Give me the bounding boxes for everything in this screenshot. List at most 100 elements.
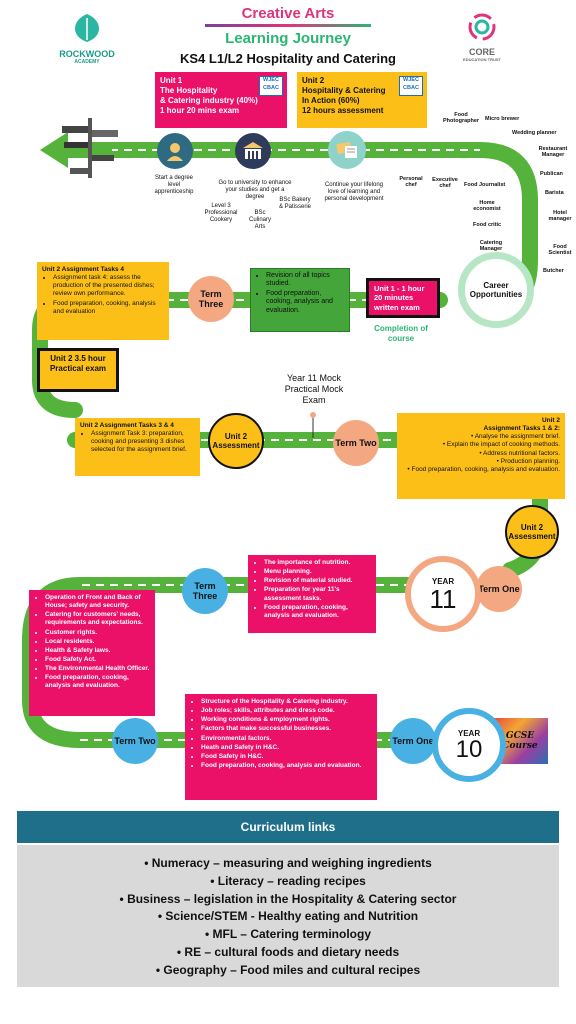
unit2-assessment-right-label: Unit 2 Assessment xyxy=(508,523,556,541)
front-back-item: Health & Safety laws. xyxy=(45,647,150,655)
mock-exam-text: Year 11 Mock Practical Mock Exam xyxy=(282,373,346,405)
title-divider xyxy=(205,24,371,27)
year11-number: 11 xyxy=(429,583,457,614)
curriculum-item: • MFL – Catering terminology xyxy=(204,927,371,941)
nutrition-item: Revision of material studied. xyxy=(264,577,371,585)
unit2-tasks12-item: • Production planning. xyxy=(496,457,560,465)
unit2-practical-box: Unit 2 3.5 hour Practical exam xyxy=(37,348,119,392)
university-icon xyxy=(235,133,271,169)
career-food-scientist: Food Scientist xyxy=(548,244,572,257)
unit2-tasks34-item: Assignment Task 3: preparation, cooking … xyxy=(91,430,195,454)
completion-label: Completion of course xyxy=(374,324,428,343)
front-back-item: Local residents. xyxy=(45,638,150,646)
term-two-circle-y11: Term Two xyxy=(333,420,379,466)
industry-item: Food preparation, cooking, analysis and … xyxy=(201,762,372,770)
rockwood-logo-name: ROCKWOOD xyxy=(59,49,115,59)
term-three-circle-y11: Term Three xyxy=(188,276,234,322)
pin-icon xyxy=(310,412,316,438)
unit1-line1: The Hospitality xyxy=(160,86,218,95)
unit2-tasks4-item: Assignment task 4: assess the production… xyxy=(53,274,164,298)
career-personal-chef: Personal chef xyxy=(399,176,423,189)
unit2-tasks4-box: Unit 2 Assignment Tasks 4 Assignment tas… xyxy=(37,262,169,340)
year10-label: YEAR xyxy=(457,728,481,738)
unit2-assessment-circle-left: Unit 2 Assessment xyxy=(208,413,264,469)
title-creative-arts: Creative Arts xyxy=(241,5,335,22)
nutrition-item: Food preparation, cooking, analysis and … xyxy=(264,604,371,620)
unit1-heading: Unit 1 xyxy=(160,76,183,85)
curriculum-item: • Literacy – reading recipes xyxy=(210,873,366,888)
unit2-line3: 12 hours assessment xyxy=(302,106,384,115)
front-back-item: Customer rights. xyxy=(45,629,150,637)
term-one-circle-y10: Term One xyxy=(390,718,436,764)
nutrition-box: The importance of nutrition. Menu planni… xyxy=(248,555,376,633)
unit2-tasks34-box: Unit 2 Assignment Tasks 3 & 4 Assignment… xyxy=(75,418,200,476)
term-one-y11-label: Term One xyxy=(478,584,520,594)
pathway-level3: Level 3 Professional Cookery xyxy=(204,203,238,223)
rockwood-logo-sub: ACADEMY xyxy=(74,59,100,65)
pathway-bsc-bakery: BSc Bakery & Patisserie xyxy=(279,197,312,210)
term-three-circle-y10: Term Three xyxy=(182,568,228,614)
career-hotel-manager: Hotel manager xyxy=(548,210,572,223)
core-logo-name: CORE xyxy=(468,47,495,57)
career-circle-label: Career Opportunities xyxy=(469,281,523,299)
career-wedding-planner: Wedding planner xyxy=(512,130,557,136)
front-back-house-box: Operation of Front and Back of House; sa… xyxy=(29,590,155,716)
industry-item: Job roles; skills, attributes and dress … xyxy=(201,707,372,715)
career-executive-chef: Executive chef xyxy=(432,177,458,190)
unit2-line1: Hospitality & Catering xyxy=(302,86,386,95)
unit1-line2: & Catering industry (40%) xyxy=(160,96,258,105)
unit2-tasks12-title2: Assignment Tasks 1 & 2: xyxy=(483,425,560,433)
unit2-assessment-circle-right: Unit 2 Assessment xyxy=(505,505,559,559)
term-two-label: Term Two xyxy=(335,438,377,448)
pathway-university: Go to university to enhance your studies… xyxy=(218,180,292,200)
core-logo-sub: EDUCATION TRUST xyxy=(463,57,501,62)
industry-item: Environmental factors. xyxy=(201,735,372,743)
page-subtitle: KS4 L1/L2 Hospitality and Catering xyxy=(180,51,396,66)
title-learning-journey: Learning Journey xyxy=(225,30,351,47)
year11-label: YEAR xyxy=(431,576,455,586)
industry-item: Structure of the Hospitality & Catering … xyxy=(201,698,372,706)
unit1-line3: 1 hour 20 mins exam xyxy=(160,106,240,115)
career-micro-brewer: Micro brewer xyxy=(485,116,520,122)
wjec-badge: WJEC CBAC xyxy=(259,76,283,96)
pathway-bsc-culinary: BSc Culinary Arts xyxy=(248,210,271,230)
unit2-tasks12-box: Unit 2 Assignment Tasks 1 & 2: • Analyse… xyxy=(397,413,565,499)
revision-item: Food preparation, cooking, analysis and … xyxy=(266,290,345,315)
front-back-item: Food Safety Act. xyxy=(45,656,150,664)
term-three-label: Term Three xyxy=(198,289,224,309)
curriculum-header: Curriculum links xyxy=(17,811,559,843)
term-two-y10-label: Term Two xyxy=(114,736,156,746)
front-back-item: The Environmental Health Officer. xyxy=(45,665,150,673)
career-food-critic: Food critic xyxy=(473,222,502,228)
unit1-exam-label: Unit 1 - 1 hour 20 minutes written exam xyxy=(374,284,425,312)
rockwood-logo: ROCKWOOD ACADEMY xyxy=(52,12,122,67)
curriculum-item: • Science/STEM - Healthy eating and Nutr… xyxy=(157,909,419,924)
career-home-economist: Home economist xyxy=(473,200,501,213)
leaf-icon xyxy=(74,14,100,42)
year10-circle: YEAR 10 xyxy=(432,708,506,782)
year10-number: 10 xyxy=(455,735,483,763)
industry-item: Heath and Safety in H&C. xyxy=(201,744,372,752)
road-arrow xyxy=(40,132,68,168)
unit2-tasks4-item: Food preparation, cooking, analysis and … xyxy=(53,300,164,316)
mock-exam-label: Year 11 Mock Practical Mock Exam xyxy=(284,373,344,405)
unit2-assessment-label: Unit 2 Assessment xyxy=(212,432,260,450)
nutrition-item: The importance of nutrition. xyxy=(264,559,371,567)
unit2-heading: Unit 2 xyxy=(302,76,325,85)
unit2-tasks4-title: Unit 2 Assignment Tasks 4 xyxy=(42,266,124,273)
industry-item: Working conditions & employment rights. xyxy=(201,716,372,724)
core-logo-icon xyxy=(468,13,496,41)
term-two-circle-y10: Term Two xyxy=(112,718,158,764)
term-one-y10-label: Term One xyxy=(392,736,434,746)
front-back-item: Catering for customers' needs, requireme… xyxy=(45,611,150,627)
gcse-line1: GCSE xyxy=(505,731,535,741)
nutrition-item: Menu planning. xyxy=(264,568,371,576)
career-food-journalist: Food Journalist xyxy=(464,182,506,188)
career-butcher: Butcher xyxy=(543,268,564,274)
career-barista: Barista xyxy=(545,190,564,196)
pathway-lifelong: Continue your lifelong love of learning … xyxy=(324,182,384,202)
unit2-tasks12-item: • Explain the impact of cooking methods. xyxy=(442,441,560,449)
curriculum-item: • Numeracy – measuring and weighing ingr… xyxy=(144,856,432,870)
pathway-apprenticeship: Start a degree level apprenticeship xyxy=(154,175,194,195)
industry-item: Food Safety in H&C. xyxy=(201,753,372,761)
